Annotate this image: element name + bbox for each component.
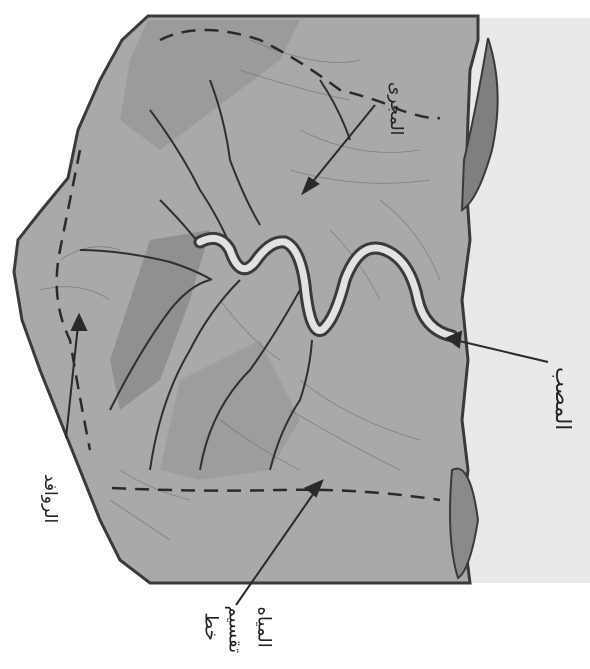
watershed-label-line2: تقسيم (225, 606, 246, 656)
course-label: المجرى (386, 82, 406, 138)
land-mass (14, 16, 478, 583)
watershed-label-line1: خط (201, 613, 222, 649)
mouth-label: المصب (551, 367, 575, 437)
tributaries-label: الروافد (40, 474, 60, 534)
watershed-label-line3: المياه (254, 607, 275, 655)
